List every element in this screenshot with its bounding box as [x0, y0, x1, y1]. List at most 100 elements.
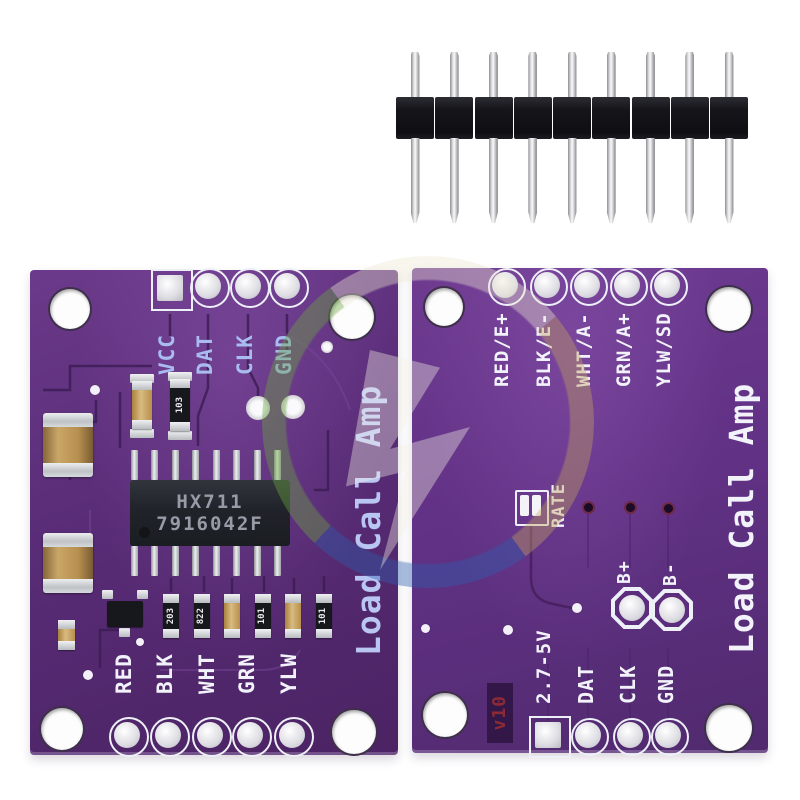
rate-jumper-outline [515, 490, 549, 526]
header-pin-top [489, 51, 498, 99]
resistor: 101 [315, 594, 332, 638]
header-pin-top [410, 51, 420, 99]
solder-end [43, 413, 93, 427]
label-gnd: GND [272, 334, 296, 376]
solder-pad [130, 429, 154, 438]
header-plastic-block [553, 97, 591, 139]
transistor-sot23 [107, 601, 143, 627]
front-board: VCC DAT CLK GND 103 HX711 7916042F [30, 268, 398, 757]
board-title-silk: Load Call Amp [722, 382, 761, 654]
mounting-hole [705, 285, 753, 333]
resistor-marking: 203 [165, 607, 176, 625]
mounting-hole [330, 708, 378, 756]
back-board: RED/E+ BLK/E- WHT/A- GRN/A+ YLW/SD RATE … [412, 268, 768, 758]
silkscreen-ring [269, 268, 309, 308]
silkscreen-ring [109, 717, 149, 757]
pad-center [659, 597, 685, 623]
pad-grn [237, 722, 263, 748]
label-ylw: YLW [277, 653, 301, 695]
header-pin-bottom [685, 138, 695, 224]
ic-pin [171, 450, 179, 480]
header-plastic-block [670, 97, 709, 139]
version-label: v10 [489, 695, 510, 731]
pad-wht [197, 722, 223, 748]
header-pin-top [646, 51, 655, 99]
pad-red-e-plus [492, 272, 518, 298]
label-red: RED [112, 653, 136, 695]
header-pin-unit [513, 48, 552, 226]
through-hole-pad [281, 395, 305, 419]
pad-center [619, 595, 645, 621]
header-pin-unit [435, 48, 474, 226]
header-pin-unit [631, 48, 670, 226]
capacitor [132, 381, 152, 429]
capacitor [58, 620, 75, 650]
silkscreen-ring [150, 717, 190, 757]
silkscreen-ring [651, 718, 689, 756]
pcb-traces [529, 514, 669, 720]
label-grn: GRN [235, 653, 259, 695]
label-b-plus: B+ [614, 560, 635, 584]
header-pin-bottom [606, 138, 616, 224]
mounting-hole [48, 287, 92, 331]
solder-end [58, 620, 75, 629]
ic-pin [171, 546, 179, 576]
silkscreen-ring [613, 718, 651, 756]
silkscreen-ring [274, 717, 314, 757]
pad-b-minus [651, 589, 693, 631]
pad-dat [195, 273, 221, 299]
pad-grn-a-plus [614, 272, 640, 298]
chip-marking-line1: HX711 [176, 491, 244, 513]
solder-pad [130, 374, 154, 383]
solder-pad [119, 628, 130, 637]
via [90, 385, 100, 395]
header-pin-unit [396, 48, 434, 226]
header-plastic-block [592, 97, 631, 139]
solder-pad [137, 590, 148, 599]
silkscreen-ring [650, 268, 688, 306]
header-plastic-block [474, 97, 513, 139]
capacitor [224, 594, 241, 638]
header-pin-bottom [646, 138, 655, 224]
pad-wht-a-minus [574, 272, 600, 298]
label-red-e-plus: RED/E+ [491, 312, 513, 388]
solder-pad [102, 590, 113, 599]
header-pin-unit [670, 48, 709, 226]
label-blk: BLK [153, 653, 177, 695]
silkscreen-square [529, 716, 571, 758]
resistor: 822 [193, 594, 210, 638]
ic-pin [151, 450, 159, 480]
capacitor-body [43, 547, 93, 579]
ic-pins-bottom [131, 546, 281, 576]
label-ylw-sd: YLW/SD [653, 312, 675, 388]
solder-end [43, 533, 93, 547]
via [421, 624, 430, 633]
header-pin-unit [710, 48, 748, 226]
capacitor-body [43, 427, 93, 463]
mounting-hole [328, 293, 376, 341]
via [83, 670, 93, 680]
board-title-silk: Load Call Amp [349, 384, 388, 656]
header-pin-bottom [724, 138, 734, 224]
header-pin-top [724, 51, 734, 99]
via [321, 341, 333, 353]
silkscreen-ring [610, 268, 648, 306]
header-pin-top [449, 51, 459, 99]
header-pin-top [685, 51, 695, 99]
mounting-hole [421, 691, 469, 739]
silkscreen-ring [488, 268, 526, 306]
silkscreen-ring [232, 717, 272, 757]
label-grn-a-plus: GRN/A+ [613, 312, 635, 388]
header-pin-bottom [410, 138, 420, 224]
solder-end [132, 420, 152, 429]
ic-pin [131, 450, 138, 480]
chip-marking-line2: 7916042F [156, 513, 264, 535]
label-b-minus: B- [660, 562, 681, 586]
capacitor-large [43, 413, 93, 477]
ic-pin [151, 546, 159, 576]
label-rate: RATE [549, 483, 569, 529]
through-hole-pad [246, 396, 270, 420]
header-pin-bottom [528, 138, 538, 224]
pin-header-strip [396, 48, 748, 226]
